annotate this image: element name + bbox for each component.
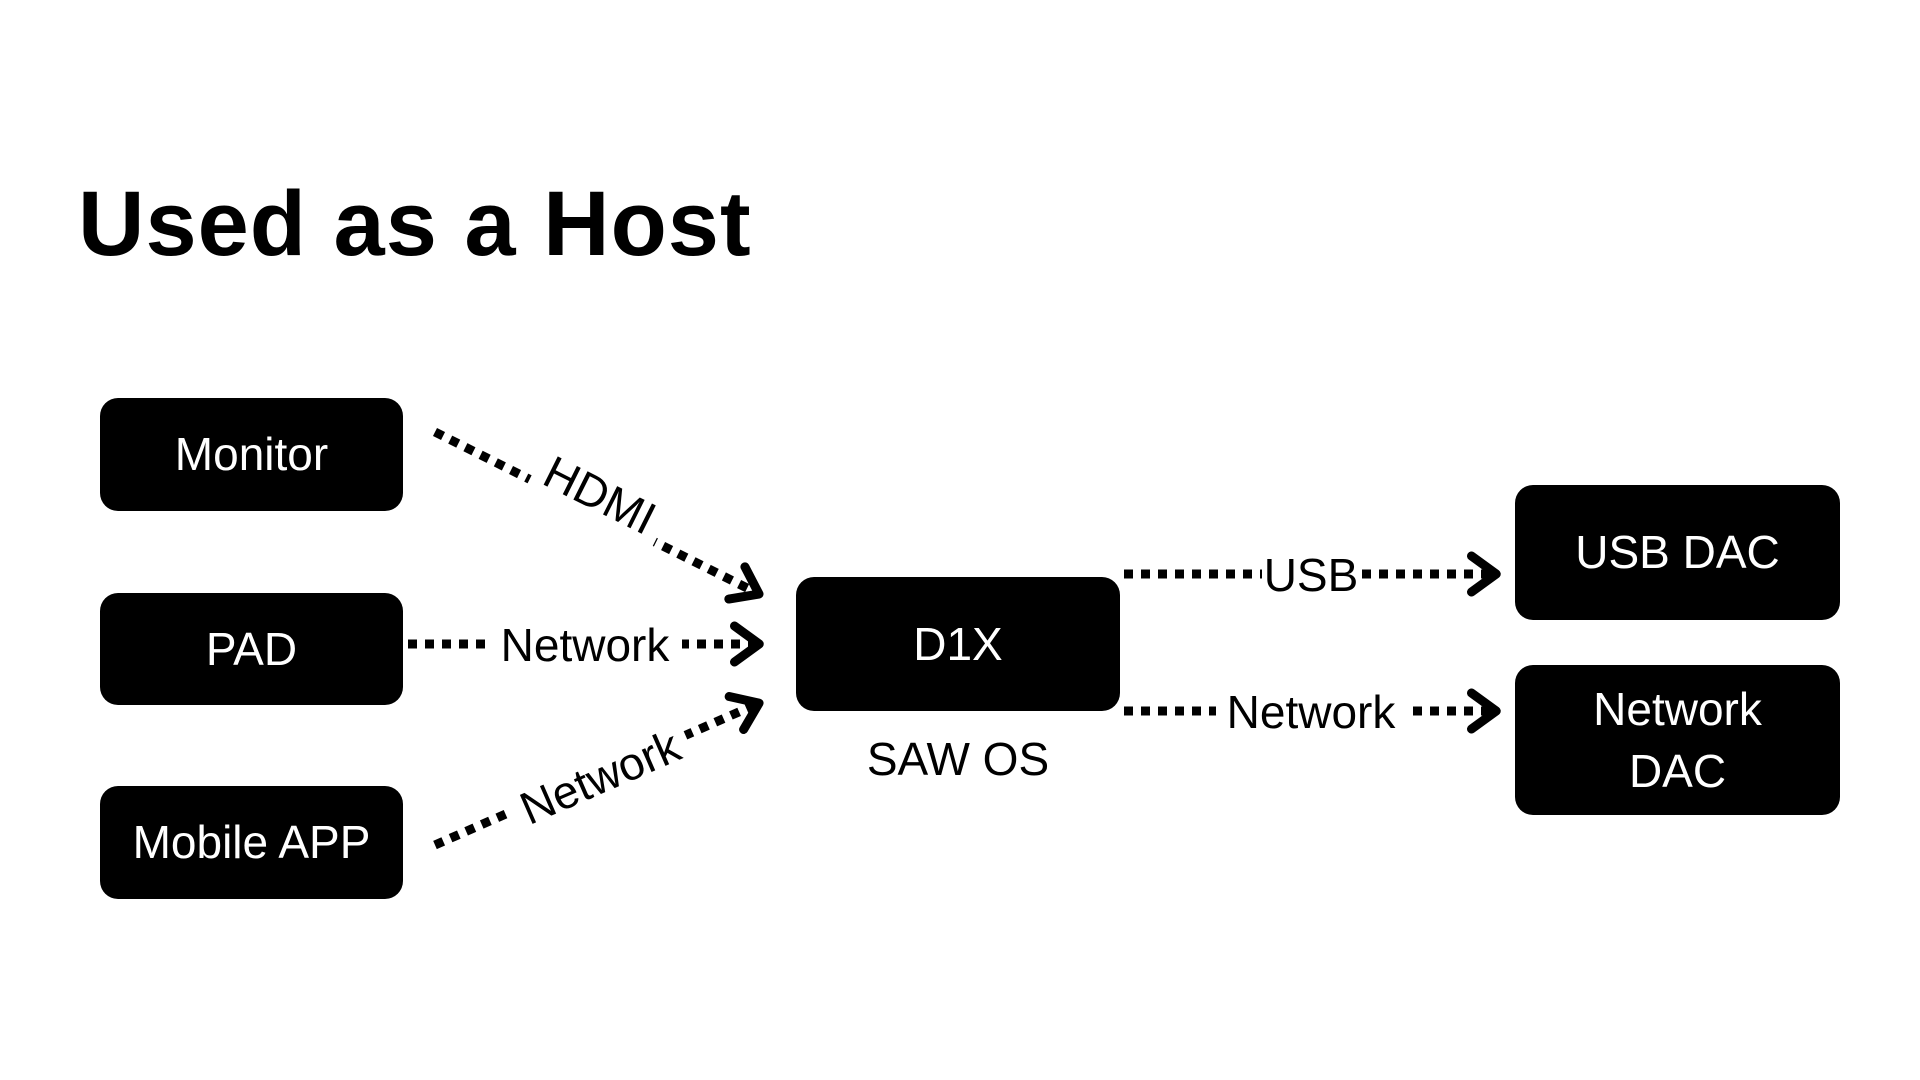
- node-mobile-app-label: Mobile APP: [132, 816, 371, 869]
- link-usb-label: USB: [1264, 549, 1359, 601]
- link-pad-network: Network: [408, 615, 764, 673]
- page-title: Used as a Host: [78, 173, 752, 275]
- d1x-subtitle: SAW OS: [866, 733, 1050, 785]
- node-mobile-app: Mobile APP: [100, 786, 403, 899]
- link-network-dac: Network: [1124, 682, 1501, 740]
- link-mobile-network-label: Network: [512, 719, 688, 835]
- node-network-dac-label-line2: DAC: [1628, 745, 1727, 797]
- node-d1x: D1X: [796, 577, 1120, 711]
- node-network-dac-label-line1: Network: [1593, 682, 1762, 735]
- node-usb-dac-label: USB DAC: [1575, 526, 1780, 579]
- link-hdmi-label: HDMI: [536, 445, 664, 544]
- node-pad-label: PAD: [205, 622, 298, 675]
- link-network-dac-label: Network: [1227, 686, 1397, 738]
- link-usb: USB: [1124, 545, 1501, 603]
- link-hdmi: HDMI: [432, 427, 764, 604]
- node-pad: PAD: [100, 593, 403, 705]
- link-pad-network-label: Network: [501, 619, 671, 671]
- node-monitor: Monitor: [100, 398, 403, 511]
- link-mobile-network: Network: [433, 692, 764, 850]
- node-network-dac: Network DAC: [1515, 665, 1840, 815]
- node-monitor-label: Monitor: [174, 428, 329, 481]
- node-usb-dac: USB DAC: [1515, 485, 1840, 620]
- node-d1x-label: D1X: [913, 617, 1003, 670]
